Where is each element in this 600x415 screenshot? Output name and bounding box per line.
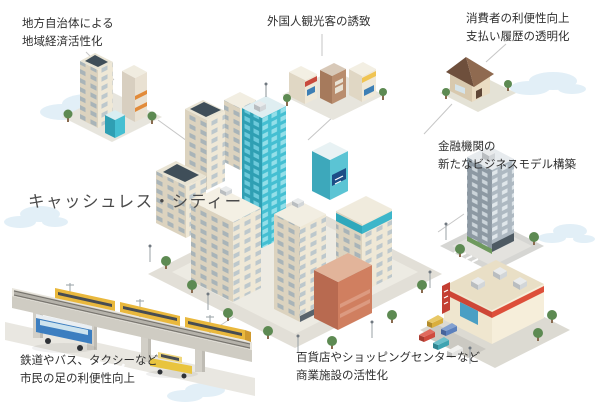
street-lamp: [444, 222, 448, 240]
shop-brown: [320, 63, 346, 104]
label-line: 地方自治体による: [22, 18, 114, 30]
label-line: 鉄道やバス、タクシーなど: [20, 355, 158, 367]
office-building-front-center: [274, 198, 326, 322]
label-commercial-facilities: 百貨店やショッピングセンターなど 商業施設の活性化: [296, 350, 480, 386]
street-lamp: [468, 346, 472, 364]
mall-entrance: [460, 302, 478, 325]
label-public-transport: 鉄道やバス、タクシーなど 市民の足の利便性向上: [20, 353, 158, 389]
label-line: 消費者の利便性向上: [466, 13, 570, 25]
city-center: [148, 82, 442, 352]
terracotta-building: [314, 253, 372, 330]
cloud: [4, 72, 595, 402]
label-local-government: 地方自治体による 地域経済活性化: [22, 16, 114, 52]
window: [455, 84, 465, 94]
viaduct-side: [12, 296, 252, 362]
parked-car: [419, 315, 463, 358]
taxi: [146, 352, 198, 379]
taxi-windows: [161, 354, 179, 361]
label-line: 市民の足の利便性向上: [20, 372, 135, 385]
tree: [533, 310, 557, 341]
train-nose: [245, 330, 251, 342]
road: [5, 322, 255, 396]
label-line: 支払い履歴の透明化: [466, 30, 570, 43]
solar-panel-roof: [163, 164, 199, 182]
blue-signboard: [332, 168, 346, 186]
shopping-street: [282, 62, 387, 120]
solar-panel-roof: [190, 102, 221, 117]
hedge: [467, 236, 492, 254]
antenna: [264, 82, 268, 86]
elevated-railway: [5, 283, 255, 396]
mall-stripe: [492, 286, 544, 318]
shop-cafe: [289, 66, 317, 104]
tree: [63, 109, 157, 124]
roof-left: [446, 57, 474, 87]
label-financial-institutions: 金融機関の 新たなビジネスモデル構築: [438, 139, 576, 175]
bank-entrance: [492, 233, 514, 252]
bus-windows: [40, 320, 88, 335]
label-line: 地域経済活性化: [22, 35, 103, 48]
page-title: キャッシュレス・シティー: [28, 193, 243, 211]
label-line: 新たなビジネスモデル構築: [438, 158, 576, 171]
mall-sign: [442, 282, 450, 314]
roof-right: [466, 57, 494, 87]
local-government-buildings: [62, 53, 162, 142]
tree: [161, 256, 427, 349]
label-consumer-convenience: 消費者の利便性向上 支払い履歴の透明化: [466, 11, 570, 47]
office-building-front-left: [191, 186, 261, 302]
mall-stripe: [444, 288, 492, 318]
street-lamp: [148, 244, 432, 352]
teal-low-building: [312, 142, 348, 200]
tree: [455, 232, 539, 257]
label-line: 商業施設の活性化: [296, 369, 388, 382]
label-line: 外国人観光客の誘致: [267, 16, 371, 28]
train: [55, 288, 251, 342]
shopping-mall: [419, 260, 570, 368]
label-line: 金融機関の: [438, 141, 496, 153]
label-line: 百貨店やショッピングセンターなど: [296, 352, 480, 364]
door: [476, 88, 482, 99]
bus: [32, 314, 96, 353]
rooftop-units: [471, 267, 527, 290]
house: [440, 57, 516, 112]
solar-panel-roof: [85, 55, 108, 67]
tree: [442, 80, 512, 99]
label-foreign-tourists: 外国人観光客の誘致: [267, 14, 371, 32]
shop-yellow: [349, 62, 376, 102]
crosswalk: [92, 357, 126, 375]
tree: [283, 88, 387, 106]
bank-building: [440, 146, 544, 272]
